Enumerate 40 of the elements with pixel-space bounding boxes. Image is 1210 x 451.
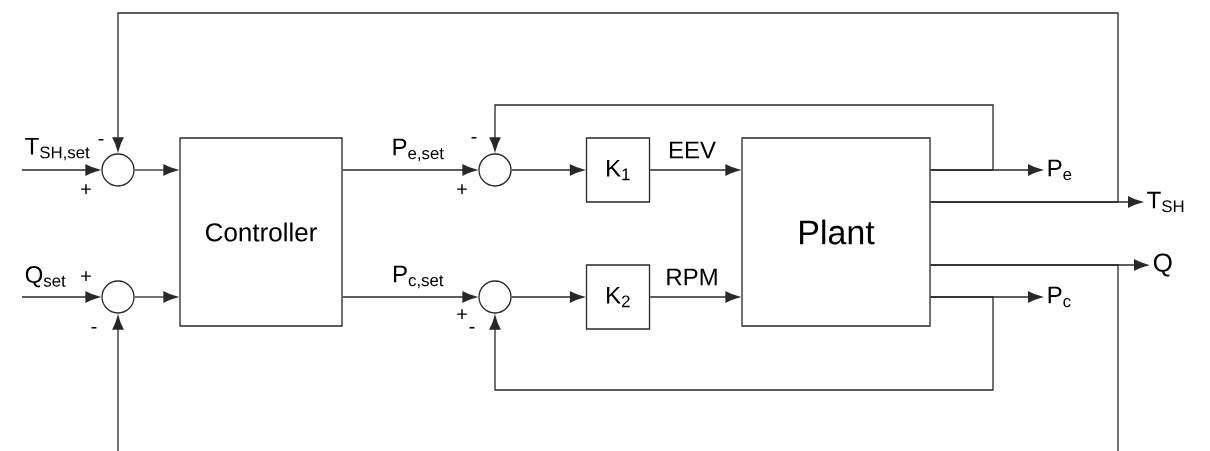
arrow xyxy=(112,12,1119,203)
sign-label: + xyxy=(81,184,91,194)
sign-label: - xyxy=(469,326,475,329)
summing-junction xyxy=(101,153,135,187)
input-label: T$_{SH,set}$ xyxy=(25,137,90,161)
arrow xyxy=(112,264,1119,451)
arrow xyxy=(134,164,178,176)
controller-block: Controller xyxy=(179,137,343,327)
edge-label: P$_{e,set}$ xyxy=(393,138,444,162)
arrow xyxy=(134,291,178,303)
gain-block: K$_{1}$ xyxy=(585,137,651,203)
arrow xyxy=(511,164,584,176)
sign-label: - xyxy=(91,326,97,329)
sign-label: + xyxy=(457,184,467,194)
summing-junction xyxy=(101,280,135,314)
arrow xyxy=(342,164,477,176)
arrow xyxy=(511,291,584,303)
edge-label: EEV xyxy=(669,141,716,159)
plant-block: Plant xyxy=(741,137,931,327)
sign-label: - xyxy=(471,136,477,139)
edge-label: RPM xyxy=(667,268,717,286)
input-label: Q$_{set}$ xyxy=(25,266,66,288)
arrow xyxy=(342,291,477,303)
output-label: T$_{SH}$ xyxy=(1147,191,1184,213)
gain-block: K$_{2}$ xyxy=(585,264,651,330)
output-label: Q xyxy=(1153,253,1172,277)
arrow xyxy=(489,296,994,391)
arrow xyxy=(21,291,100,303)
summing-junction xyxy=(478,153,512,187)
output-label: P$_{e}$ xyxy=(1048,159,1072,181)
edge-label: P$_{c,set}$ xyxy=(394,265,444,289)
arrow xyxy=(489,104,994,171)
sign-label: + xyxy=(81,271,91,281)
arrow xyxy=(21,164,100,176)
sign-label: + xyxy=(457,309,467,319)
arrow xyxy=(649,291,740,303)
output-label: P$_{c}$ xyxy=(1048,286,1071,308)
summing-junction xyxy=(478,280,512,314)
sign-label: - xyxy=(98,138,104,141)
arrow xyxy=(649,164,740,176)
